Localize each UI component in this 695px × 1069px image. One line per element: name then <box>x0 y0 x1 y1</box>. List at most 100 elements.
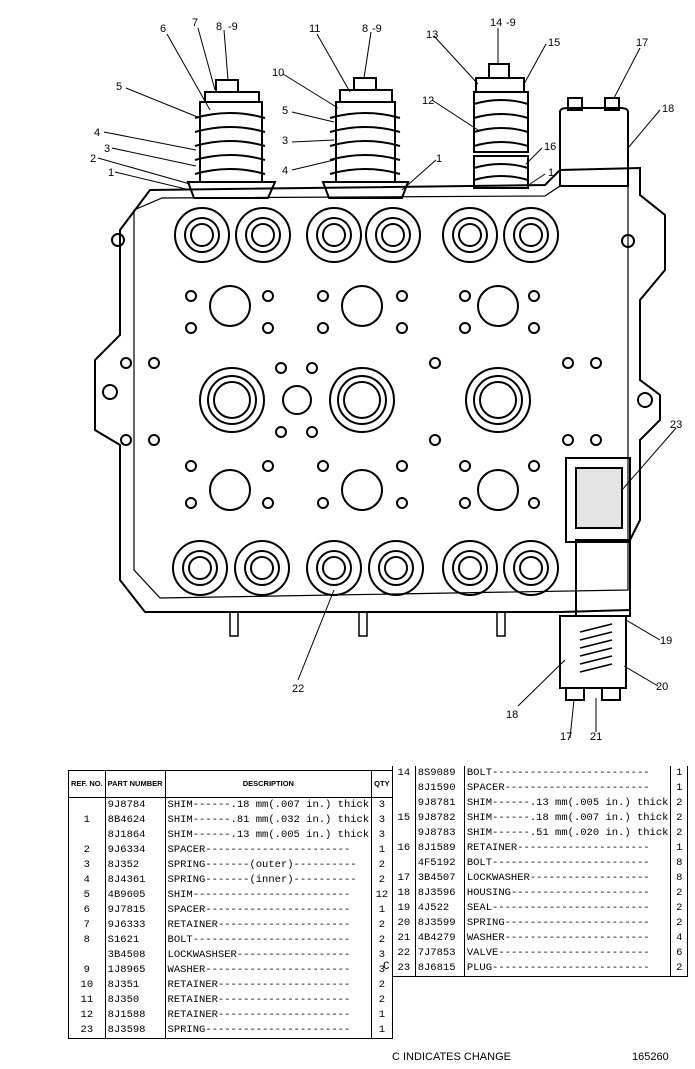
part-number-cell: 9J7815 <box>105 903 166 918</box>
qty-cell: 2 <box>378 979 386 991</box>
qty-cell: 3 <box>378 949 386 961</box>
description-cell: BOLT------------------------- <box>464 766 672 781</box>
part-number-cell: 8J351 <box>105 978 166 993</box>
valve-body-inner <box>133 185 629 599</box>
description-cell: LOCKWASHER------------------- <box>464 871 672 886</box>
callout-1r: 1 <box>548 167 554 179</box>
description-cell: SHIM------.51 mm(.020 in.) thick <box>464 826 672 841</box>
description-cell: PLUG------------------------- <box>464 961 672 977</box>
ref-cell: 5 <box>68 888 106 903</box>
ref-cell: 20 <box>392 916 416 931</box>
callout-9b: -9 <box>372 23 382 35</box>
part-number-cell: 9J8783 <box>415 826 465 841</box>
description-cell: SPACER----------------------- <box>165 903 373 918</box>
header-qty: QTY <box>371 770 393 798</box>
callout-6: 6 <box>160 23 166 35</box>
description-cell: SHIM------.81 mm(.032 in.) thick <box>165 813 373 828</box>
description-cell: SHIM------.13 mm(.005 in.) thick <box>464 796 672 811</box>
part-number-cell: 4J522 <box>415 901 465 916</box>
callout-1: 1 <box>108 167 114 179</box>
qty-cell: 2 <box>676 812 683 824</box>
spring-assembly-right <box>473 63 529 189</box>
callout-8: 8 <box>216 21 222 33</box>
qty-cell: 1 <box>676 767 683 779</box>
ref-cell: 4 <box>68 873 106 888</box>
middle-ports <box>199 285 531 511</box>
description-cell: BOLT------------------------- <box>464 856 672 871</box>
housing-top-right <box>559 97 629 187</box>
qty-cell: 2 <box>676 827 683 839</box>
ref-cell <box>68 797 106 813</box>
ref-cell: 9 <box>68 963 106 978</box>
callout-20: 20 <box>656 681 668 693</box>
spring-assembly-middle <box>321 77 410 199</box>
callout-4b: 4 <box>282 165 288 177</box>
part-number-cell: 8J352 <box>105 858 166 873</box>
callout-23: 23 <box>670 419 682 431</box>
qty-cell: 2 <box>378 994 386 1006</box>
part-number-cell: 3B4508 <box>105 948 166 963</box>
description-cell: SHIM------.13 mm(.005 in.) thick <box>165 828 373 843</box>
ref-cell: 23 <box>68 1023 106 1039</box>
qty-cell: 2 <box>378 934 386 946</box>
callout-2: 2 <box>90 153 96 165</box>
top-ports <box>174 207 559 263</box>
qty-cell: 2 <box>378 859 386 871</box>
description-cell: WASHER----------------------- <box>464 931 672 946</box>
callout-21: 21 <box>590 731 602 740</box>
callout-14-9: -9 <box>506 17 516 29</box>
callout-14: 14 <box>490 17 502 29</box>
description-cell: RETAINER--------------------- <box>165 993 373 1008</box>
bottom-studs <box>229 611 506 637</box>
ref-cell: 2 <box>68 843 106 858</box>
table-header-row: REF. NO. PART NUMBER DESCRIPTION QTY <box>68 770 393 798</box>
qty-cell: 1 <box>676 842 683 854</box>
callout-19: 19 <box>660 635 672 647</box>
description-cell: VALVE------------------------ <box>464 946 672 961</box>
ref-cell <box>392 781 416 796</box>
bolt-holes <box>120 290 602 509</box>
callout-7: 7 <box>192 17 198 29</box>
ref-cell: 3 <box>68 858 106 873</box>
ref-cell <box>68 948 106 963</box>
part-number-cell: 8J1588 <box>105 1008 166 1023</box>
qty-cell: 2 <box>676 917 683 929</box>
qty-cell: 6 <box>676 947 683 959</box>
qty-cell: 8 <box>676 857 683 869</box>
ref-cell: 7 <box>68 918 106 933</box>
header-desc: DESCRIPTION <box>165 770 373 798</box>
part-number-cell: 8J3598 <box>105 1023 166 1039</box>
part-number-cell: 8S9089 <box>415 766 465 781</box>
callout-9: -9 <box>228 21 238 33</box>
part-number-cell: 9J8781 <box>415 796 465 811</box>
callout-3b: 3 <box>282 135 288 147</box>
part-number-cell: 8J3596 <box>415 886 465 901</box>
part-number-cell: 9J6333 <box>105 918 166 933</box>
qty-cell: 3 <box>378 814 386 826</box>
ref-cell: 14 <box>392 766 416 781</box>
illustration-id: 165260 <box>632 1051 669 1063</box>
description-cell: SHIM------------------------- <box>165 888 373 903</box>
qty-cell: 2 <box>378 874 386 886</box>
part-number-cell: 8B4624 <box>105 813 166 828</box>
ref-cell: 22 <box>392 946 416 961</box>
valve-body-outline <box>94 166 666 613</box>
callout-16: 16 <box>544 141 556 153</box>
qty-cell: 1 <box>378 1009 386 1021</box>
part-number-cell: 8J350 <box>105 993 166 1008</box>
